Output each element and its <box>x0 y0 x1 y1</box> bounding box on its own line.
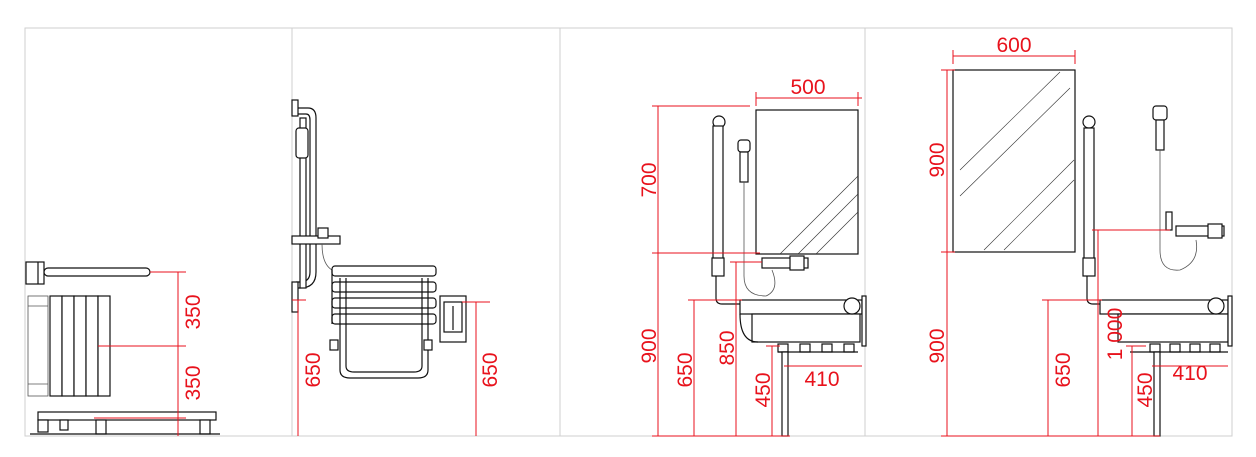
grab-bar-bracket-top <box>291 99 299 117</box>
panel-1-radiator-grabbar <box>25 261 220 435</box>
drawing-frame <box>24 27 1233 437</box>
shower-hose <box>1159 150 1198 271</box>
dim-label-knee-clearance: 450 <box>1134 372 1157 407</box>
dimension-lines <box>94 50 1228 437</box>
shower-rail <box>299 117 307 289</box>
dim-label-mirror-height: 900 <box>926 142 949 177</box>
shower-head-icon <box>295 127 309 159</box>
dim-label-basin-depth: 410 <box>1172 362 1207 385</box>
dim-label-mixer-height: 1 000 <box>1104 308 1127 361</box>
dim-label-mirror-width: 500 <box>790 76 825 99</box>
vertical-grab-bar <box>1083 127 1095 261</box>
dim-label-mirror-bottom: 900 <box>638 328 661 363</box>
dim-label-mixer-height: 850 <box>716 330 739 365</box>
dim-label-knee-clearance: 450 <box>752 372 775 407</box>
radiator <box>27 295 111 397</box>
horizontal-grab-bar <box>43 267 151 277</box>
vertical-grab-bar <box>712 125 724 261</box>
mixer-icon <box>1175 225 1225 237</box>
grab-bar-bracket-bottom <box>291 281 299 313</box>
folding-seat <box>329 265 437 379</box>
grab-bar-wall-bracket <box>25 261 45 285</box>
shower-head-icon <box>1152 105 1168 121</box>
washbasin <box>1099 295 1233 437</box>
panel-4-washbasin <box>952 69 1233 437</box>
mixer-icon <box>317 227 329 239</box>
mixer-icon <box>761 257 809 269</box>
shower-shelf <box>291 235 341 245</box>
dim-label-mirror-height: 700 <box>638 162 661 197</box>
panel-3-washbasin <box>711 109 867 437</box>
washbasin <box>739 295 867 437</box>
dim-label-bar-height: 650 <box>302 352 325 387</box>
shower-hose <box>743 182 776 297</box>
mirror <box>952 69 1076 253</box>
dim-label-basin-height: 650 <box>674 352 697 387</box>
wall-unit <box>439 295 467 343</box>
dim-label-unit-height: 650 <box>479 352 502 387</box>
dim-label-basin-depth: 410 <box>804 368 839 391</box>
shower-head-icon <box>737 139 751 153</box>
panel-2-shower-seat <box>291 99 467 379</box>
dim-label-mirror-bottom: 900 <box>926 328 949 363</box>
base-frame <box>30 411 220 435</box>
dim-label-basin-height: 650 <box>1052 352 1075 387</box>
shower-hose <box>321 243 333 271</box>
dim-label-grabbar-height: 350 <box>182 294 205 329</box>
dim-label-mirror-width: 600 <box>996 34 1031 57</box>
dim-label-radiator-height: 350 <box>182 365 205 400</box>
mirror <box>755 109 859 255</box>
